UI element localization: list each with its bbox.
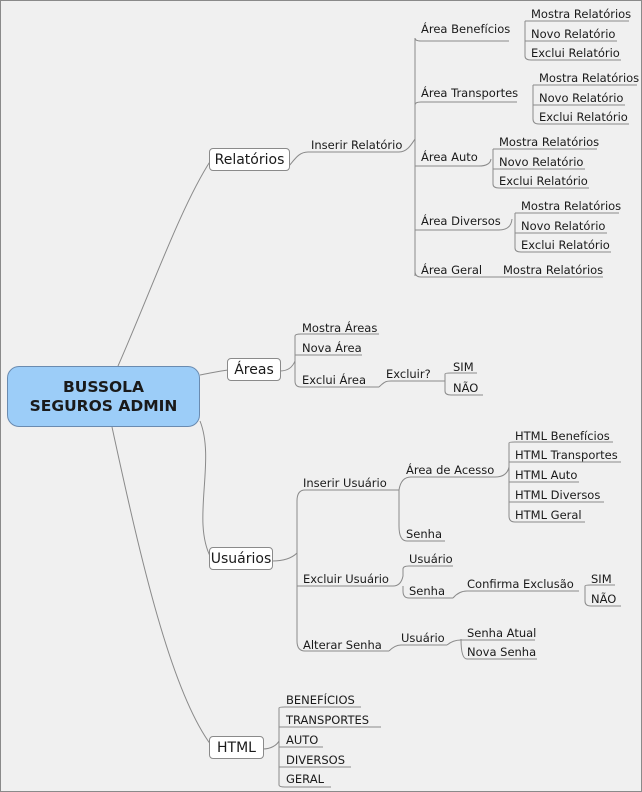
leaf-novo-relatorio[interactable]: Novo Relatório <box>531 27 616 41</box>
node-exclui-area[interactable]: Exclui Área <box>302 373 366 387</box>
node-area-auto[interactable]: Área Auto <box>421 150 478 164</box>
leaf-exclui-relatorio[interactable]: Exclui Relatório <box>499 174 588 188</box>
node-area-diversos[interactable]: Área Diversos <box>421 214 501 228</box>
root-title-line1: BUSSOLA <box>62 377 145 396</box>
leaf-diversos[interactable]: DIVERSOS <box>286 753 346 767</box>
leaf-html-auto[interactable]: HTML Auto <box>515 468 578 482</box>
leaf-beneficios[interactable]: BENEFÍCIOS <box>286 693 355 707</box>
leaf-senha-atual[interactable]: Senha Atual <box>467 626 537 640</box>
node-area-geral[interactable]: Área Geral <box>421 263 483 277</box>
leaf-mostra-relatorios[interactable]: Mostra Relatórios <box>499 135 600 149</box>
node-html[interactable]: HTML <box>209 736 264 759</box>
leaf-mostra-relatorios[interactable]: Mostra Relatórios <box>503 263 604 277</box>
leaf-exclui-relatorio[interactable]: Exclui Relatório <box>539 110 628 124</box>
node-inserir-relatorio[interactable]: Inserir Relatório <box>311 138 403 152</box>
leaf-html-beneficios[interactable]: HTML Benefícios <box>515 429 610 443</box>
root-title-line2: SEGUROS ADMIN <box>29 396 178 415</box>
leaf-sim[interactable]: SIM <box>591 572 612 586</box>
leaf-nao[interactable]: NÃO <box>591 592 617 606</box>
leaf-nova-senha[interactable]: Nova Senha <box>467 645 537 659</box>
node-usuario[interactable]: Usuário <box>401 631 445 645</box>
leaf-exclui-relatorio[interactable]: Exclui Relatório <box>521 238 610 252</box>
node-senha[interactable]: Senha <box>409 584 445 598</box>
node-mostra-areas[interactable]: Mostra Áreas <box>302 321 378 335</box>
node-senha[interactable]: Senha <box>406 527 442 541</box>
node-area-transportes[interactable]: Área Transportes <box>421 86 519 100</box>
leaf-auto[interactable]: AUTO <box>286 733 319 747</box>
leaf-html-transportes[interactable]: HTML Transportes <box>515 448 618 462</box>
node-excluir-usuario[interactable]: Excluir Usuário <box>303 572 389 586</box>
leaf-sim[interactable]: SIM <box>453 360 474 374</box>
node-alterar-senha[interactable]: Alterar Senha <box>303 638 382 652</box>
leaf-transportes[interactable]: TRANSPORTES <box>286 713 370 727</box>
node-inserir-usuario[interactable]: Inserir Usuário <box>303 476 387 490</box>
node-relatorios[interactable]: Relatórios <box>209 148 290 171</box>
leaf-geral[interactable]: GERAL <box>286 772 324 786</box>
node-nova-area[interactable]: Nova Área <box>302 341 362 355</box>
root-node[interactable]: BUSSOLA SEGUROS ADMIN <box>7 366 200 427</box>
leaf-novo-relatorio[interactable]: Novo Relatório <box>539 91 624 105</box>
node-usuarios[interactable]: Usuários <box>209 547 273 570</box>
leaf-exclui-relatorio[interactable]: Exclui Relatório <box>531 46 620 60</box>
node-area-beneficios[interactable]: Área Benefícios <box>421 22 511 36</box>
node-usuario[interactable]: Usuário <box>409 552 453 566</box>
leaf-html-diversos[interactable]: HTML Diversos <box>515 488 601 502</box>
leaf-mostra-relatorios[interactable]: Mostra Relatórios <box>531 7 632 21</box>
leaf-mostra-relatorios[interactable]: Mostra Relatórios <box>521 199 622 213</box>
leaf-mostra-relatorios[interactable]: Mostra Relatórios <box>539 71 640 85</box>
node-areas[interactable]: Áreas <box>227 358 281 381</box>
leaf-novo-relatorio[interactable]: Novo Relatório <box>499 155 584 169</box>
node-excluir-question[interactable]: Excluir? <box>386 367 431 381</box>
leaf-nao[interactable]: NÃO <box>453 381 479 395</box>
node-confirma-exclusao[interactable]: Confirma Exclusão <box>467 577 574 591</box>
node-area-de-acesso[interactable]: Área de Acesso <box>406 463 495 477</box>
leaf-novo-relatorio[interactable]: Novo Relatório <box>521 219 606 233</box>
leaf-html-geral[interactable]: HTML Geral <box>515 508 582 522</box>
